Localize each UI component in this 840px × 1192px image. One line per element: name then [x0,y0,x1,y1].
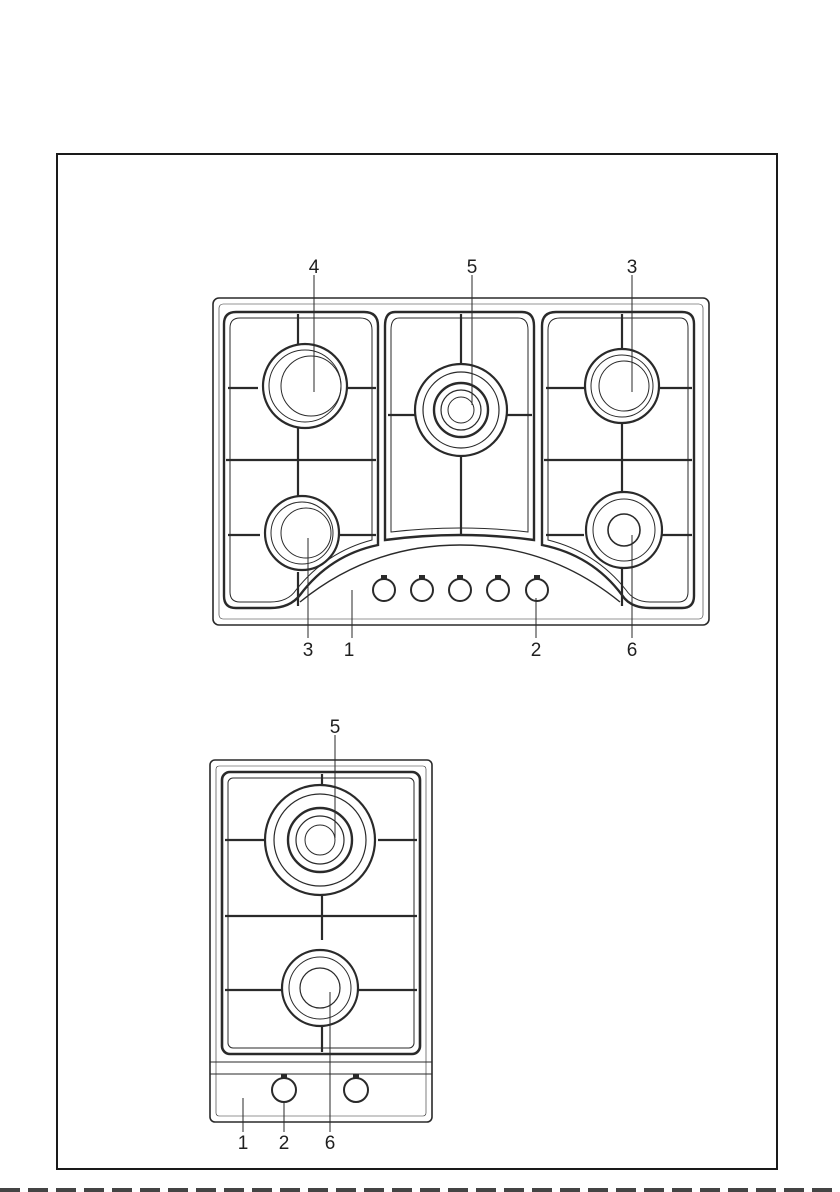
callout-1-b: 1 [238,1133,249,1154]
burner-medium-right [585,349,659,423]
knob-a [272,1074,296,1102]
callout-2: 2 [531,640,542,661]
knob-b [344,1074,368,1102]
five-burner-hob: 4 5 3 3 1 2 6 [213,257,709,661]
callout-1: 1 [344,640,355,661]
callout-5: 5 [467,257,478,278]
callout-3-bottom: 3 [303,640,314,661]
callout-6: 6 [627,640,638,661]
two-burner-hob: 5 1 2 6 [210,717,432,1154]
knob-1 [373,575,395,601]
knob-3 [449,575,471,601]
knob-5 [526,575,548,601]
burner-wok-2 [265,785,375,895]
knob-4 [487,575,509,601]
burner-small-left [265,496,339,570]
control-knobs [373,575,548,601]
burner-wok-centre [415,364,507,456]
callout-4: 4 [309,257,320,278]
callout-5-b: 5 [330,717,341,738]
callout-2-b: 2 [279,1133,290,1154]
burner-small-2 [282,950,358,1026]
burner-small-right [586,492,662,568]
callout-6-b: 6 [325,1133,336,1154]
burner-large-left [263,344,347,428]
knob-2 [411,575,433,601]
page-edge-strip [0,1188,840,1192]
callout-3-top: 3 [627,257,638,278]
